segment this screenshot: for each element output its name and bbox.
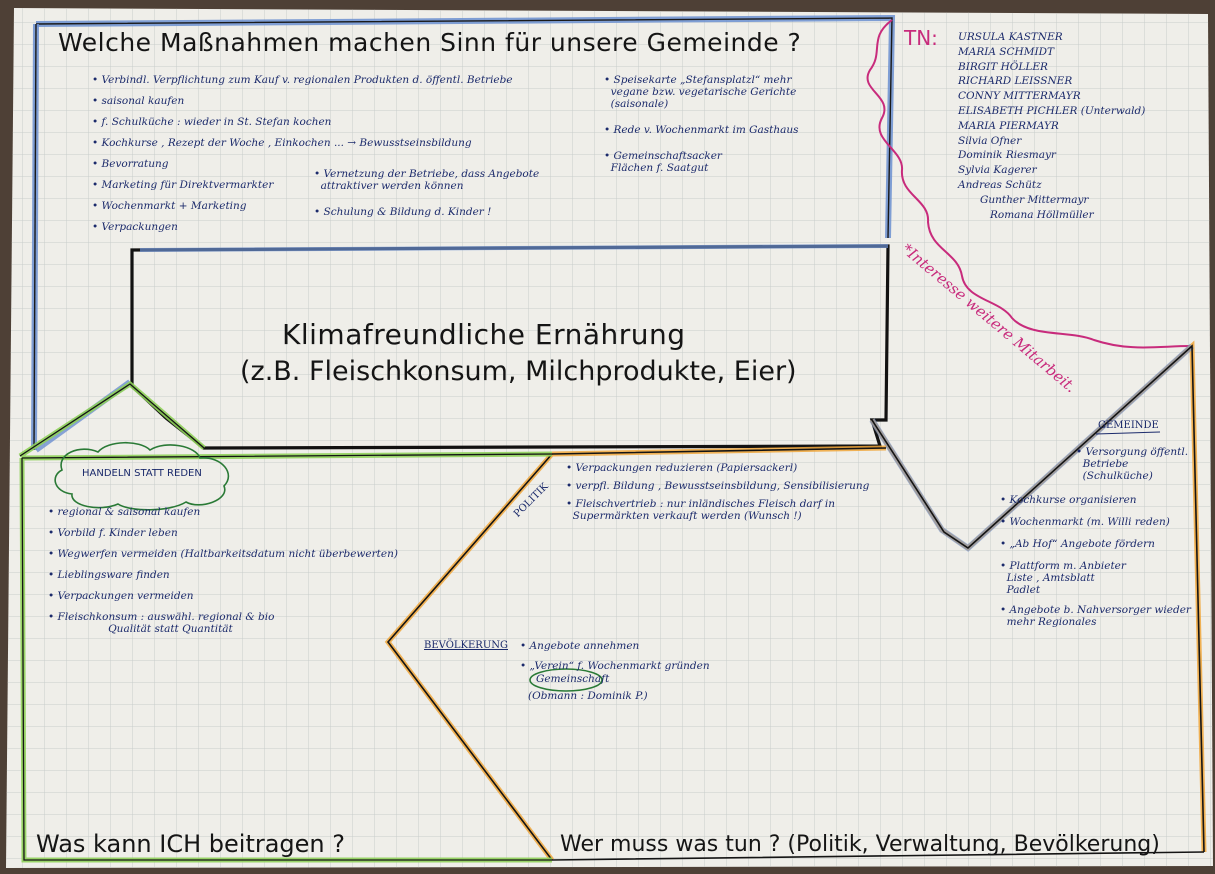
list-item: vegane bzw. vegetarische Gerichte	[604, 86, 797, 98]
center-title: Klimafreundliche Ernährung	[282, 318, 686, 351]
list-item: • Wegwerfen vermeiden (Haltbarkeitsdatum…	[48, 548, 398, 560]
participant-name: Romana Höllmüller	[990, 208, 1094, 221]
participants-bubble	[866, 19, 1191, 349]
obmann-note: (Obmann : Dominik P.)	[528, 690, 648, 702]
list-item: • Gemeinschaftsacker	[604, 150, 722, 162]
list-item: • „Verein“ f. Wochenmarkt gründen	[520, 660, 710, 672]
gemeinschaft-circle	[529, 668, 603, 692]
participants-list: URSULA KASTNER MARIA SCHMIDT BIRGIT HÖLL…	[958, 30, 1145, 222]
list-item: • Vorbild f. Kinder leben	[48, 527, 178, 539]
participant-name: MARIA PIERMAYR	[958, 119, 1059, 132]
list-item: • Wochenmarkt (m. Willi reden)	[1000, 516, 1170, 528]
list-item: • Fleischkonsum : auswähl. regional & bi…	[48, 611, 275, 623]
list-item: Padlet	[1000, 584, 1041, 596]
politik-list: • Verpackungen reduzieren (Papiersackerl…	[566, 462, 869, 522]
gemeinde-list: • Versorgung öffentl. Betriebe (Schulküc…	[1000, 446, 1191, 628]
me-footer: Was kann ICH beitragen ?	[36, 830, 346, 858]
list-item: Supermärkten verkauft werden (Wunsch !)	[566, 510, 802, 522]
participant-name: URSULA KASTNER	[958, 31, 1063, 43]
list-item: Flächen f. Saatgut	[604, 162, 709, 174]
list-item: Liste , Amtsblatt	[1000, 572, 1095, 584]
list-item: • Wochenmarkt + Marketing	[92, 200, 247, 212]
bevoelkerung-list: • Angebote annehmen • „Verein“ f. Wochen…	[520, 640, 710, 672]
participant-name: Gunther Mittermayr	[980, 193, 1089, 206]
participants-label: TN:	[904, 26, 938, 50]
list-item: Betriebe	[1076, 458, 1129, 470]
list-item: • Vernetzung der Betriebe, dass Angebote	[314, 168, 540, 180]
list-item: Qualität statt Quantität	[48, 623, 233, 635]
participant-name: BIRGIT HÖLLER	[958, 60, 1048, 73]
list-item: • Marketing für Direktvermarkter	[92, 179, 274, 191]
list-item: • Speisekarte „Stefansplatzl“ mehr	[604, 74, 792, 86]
participant-name: Silvia Ofner	[958, 134, 1022, 147]
list-item: • „Ab Hof“ Angebote fördern	[1000, 538, 1155, 550]
list-item: • Verpackungen	[92, 221, 178, 233]
list-item: • Angebote b. Nahversorger wieder	[1000, 604, 1191, 616]
list-item: • Kochkurse organisieren	[1000, 494, 1137, 506]
list-item: • Versorgung öffentl.	[1076, 446, 1189, 458]
top-right-list: • Speisekarte „Stefansplatzl“ mehr vegan…	[604, 74, 799, 174]
participant-name: MARIA SCHMIDT	[958, 45, 1055, 58]
participant-name: Sylvia Kagerer	[958, 164, 1037, 177]
bevoelkerung-label: BEVÖLKERUNG	[424, 640, 508, 651]
list-item: (saisonale)	[604, 98, 669, 110]
top-title: Welche Maßnahmen machen Sinn für unsere …	[58, 28, 802, 57]
list-item: mehr Regionales	[1000, 616, 1097, 628]
list-item: • Verpackungen vermeiden	[48, 590, 194, 602]
participant-name: CONNY MITTERMAYR	[958, 90, 1081, 103]
list-item: • Angebote annehmen	[520, 640, 640, 652]
list-item: • f. Schulküche : wieder in St. Stefan k…	[92, 116, 332, 128]
center-subtitle: (z.B. Fleischkonsum, Milchprodukte, Eier…	[240, 356, 797, 387]
list-item: attraktiver werden können	[314, 180, 464, 192]
list-item: (Schulküche)	[1076, 470, 1153, 482]
handeln-label: HANDELN STATT REDEN	[82, 468, 202, 479]
participant-name: Dominik Riesmayr	[958, 149, 1056, 162]
participant-name: Andreas Schütz	[958, 178, 1042, 191]
list-item: • Rede v. Wochenmarkt im Gasthaus	[604, 124, 799, 136]
list-item: • Plattform m. Anbieter	[1000, 560, 1126, 572]
list-item: • Schulung & Bildung d. Kinder !	[314, 206, 492, 218]
top-middle-list: • Vernetzung der Betriebe, dass Angebote…	[314, 168, 539, 218]
list-item: • Kochkurse , Rezept der Woche , Einkoch…	[92, 137, 472, 149]
list-item: • Bevorratung	[92, 158, 169, 170]
gemeinschaft-label: Gemeinschaft	[536, 673, 610, 685]
list-item: • verpfl. Bildung , Bewusstseinsbildung,…	[566, 480, 870, 492]
participant-name: RICHARD LEISSNER	[958, 75, 1073, 88]
list-item: • Verbindl. Verpflichtung zum Kauf v. re…	[92, 74, 513, 86]
me-list: • regional & saisonal kaufen • Vorbild f…	[48, 506, 398, 635]
top-left-list: • Verbindl. Verpflichtung zum Kauf v. re…	[92, 74, 513, 233]
list-item: • Verpackungen reduzieren (Papiersackerl…	[566, 462, 798, 474]
list-item: • Fleischvertrieb : nur inländisches Fle…	[566, 498, 836, 510]
gemeinde-label: GEMEINDE	[1098, 420, 1159, 431]
handeln-bubble	[54, 441, 230, 511]
participant-name: ELISABETH PICHLER (Unterwald)	[958, 104, 1146, 117]
list-item: • saisonal kaufen	[92, 95, 185, 107]
list-item: • Lieblingsware finden	[48, 569, 170, 581]
list-item: • regional & saisonal kaufen	[48, 506, 201, 518]
who-footer: Wer muss was tun ? (Politik, Verwaltung,…	[560, 832, 1160, 857]
